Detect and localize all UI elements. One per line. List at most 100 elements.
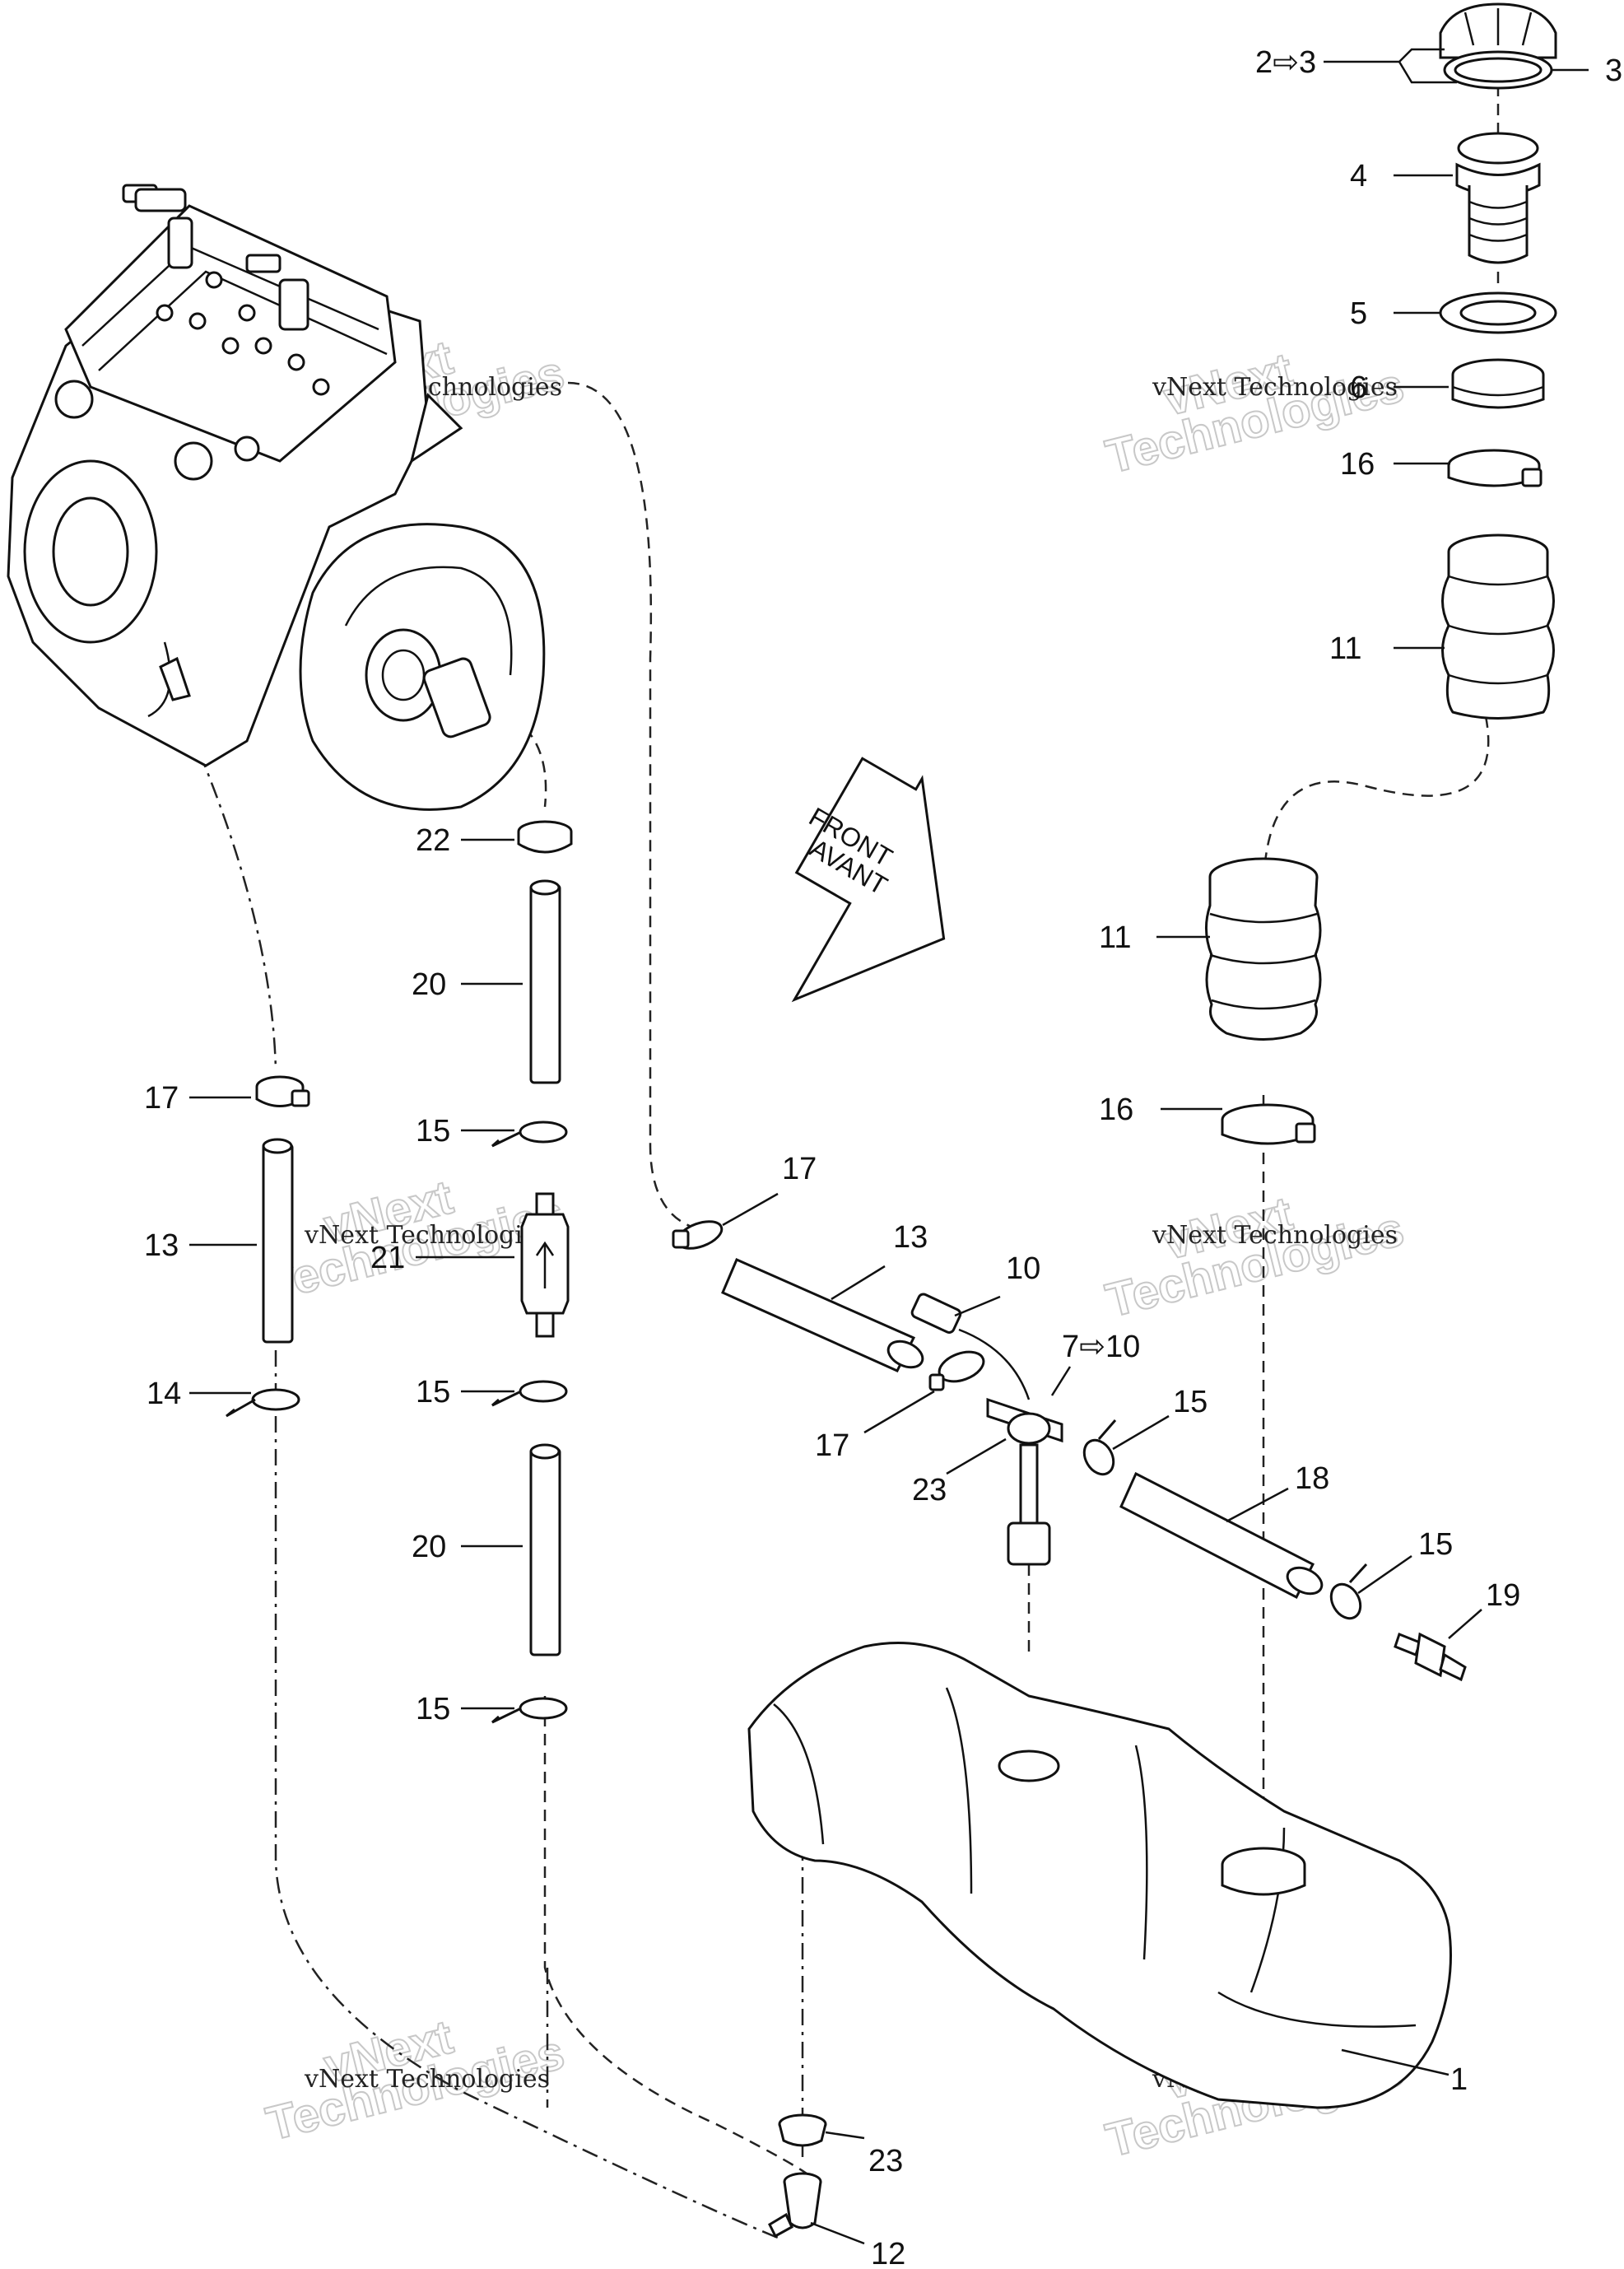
clamp-17b	[672, 1220, 724, 1250]
leader-17b	[722, 1192, 779, 1227]
mount-boss	[234, 436, 260, 462]
fuel-fitting	[422, 657, 491, 738]
leader-15e	[1357, 1554, 1412, 1595]
hose-18	[1119, 1471, 1324, 1600]
left-column-parts	[226, 1075, 310, 1418]
leader-23a	[946, 1437, 1007, 1475]
engine-assembly	[7, 184, 546, 811]
label-23a: 23	[912, 1473, 947, 1507]
label-15e: 15	[1418, 1527, 1453, 1562]
mount-boss	[174, 441, 213, 481]
clamp-15e	[1329, 1563, 1368, 1620]
nut-6	[1451, 358, 1545, 409]
label-23b: 23	[868, 2144, 903, 2178]
leader-7-10	[1050, 1366, 1072, 1396]
label-12: 12	[871, 2237, 905, 2269]
hose-13a	[262, 1138, 294, 1344]
leader-12	[810, 2221, 865, 2245]
clamp-15d	[1082, 1419, 1117, 1476]
clamp-15c	[491, 1697, 568, 1724]
clamp-15b	[491, 1380, 568, 1407]
label-21: 21	[370, 1241, 405, 1275]
head-fin	[98, 270, 388, 371]
pulse-line-route	[567, 381, 692, 1228]
label-22: 22	[416, 823, 450, 858]
clamp-15a	[491, 1121, 568, 1148]
center-column-parts	[491, 820, 573, 1724]
label-17c: 17	[815, 1428, 849, 1463]
intake-port-inner	[52, 496, 129, 607]
clamp-22	[517, 820, 573, 854]
hose-nipple	[159, 656, 191, 701]
label-15b: 15	[416, 1375, 450, 1409]
watermark-4: Technologies vNext vNext Technologies	[1100, 1186, 1409, 1328]
engine-arrow	[409, 393, 463, 464]
label-4: 4	[1350, 159, 1367, 193]
leader-19	[1448, 1609, 1482, 1639]
label-16b: 16	[1099, 1093, 1133, 1127]
leader-lines	[189, 48, 1589, 2245]
clamp-17c	[928, 1350, 985, 1391]
tank-filler-opening	[1221, 1847, 1306, 1896]
bottom-parts	[768, 2113, 827, 2239]
mount-boss	[54, 380, 94, 419]
leader-13b	[831, 1265, 886, 1301]
label-10: 10	[1006, 1251, 1040, 1286]
label-17a: 17	[144, 1081, 179, 1116]
label-11a: 11	[1329, 631, 1361, 666]
part-labels: 2⇨3 3 4 5 6 16 11 11 16 22 20 17 15 13 2…	[144, 45, 1622, 2269]
clamp-16a	[1447, 449, 1543, 487]
label-15c: 15	[416, 1692, 450, 1726]
label-17b: 17	[782, 1152, 817, 1186]
boot-11b	[1205, 857, 1322, 1041]
magneto-rim	[344, 566, 513, 676]
clamp-14	[226, 1388, 300, 1418]
filler-neck-stack	[1439, 2, 1557, 720]
fuel-filter-21	[520, 1192, 570, 1338]
leader-2-3	[1324, 48, 1445, 63]
label-2-3: 2⇨3	[1255, 45, 1316, 80]
watermark-text: vNext Technologies	[304, 2065, 550, 2094]
head-bolts	[156, 271, 330, 396]
spark-plugs	[122, 184, 309, 331]
lower-filler-parts	[1205, 857, 1322, 1145]
clamp-17a	[255, 1075, 310, 1107]
label-20a: 20	[412, 967, 446, 1002]
fitting-19	[1394, 1632, 1467, 1682]
watermark-text: vNext Technologies	[1152, 373, 1398, 402]
washer-5	[1439, 291, 1557, 334]
front-arrow-shape	[791, 757, 946, 1003]
tank-pickup-port	[998, 1750, 1060, 1782]
watermark-text: vNext Technologies	[1152, 1221, 1398, 1250]
filler-hose-route	[1262, 715, 1490, 906]
sender-10	[910, 1293, 1031, 1400]
hose-20b	[529, 1443, 561, 1656]
pickup-23	[986, 1397, 1063, 1566]
label-3: 3	[1605, 54, 1622, 88]
label-15a: 15	[416, 1114, 450, 1148]
tank-body	[747, 1642, 1452, 2109]
label-13a: 13	[144, 1228, 179, 1263]
grommet-23b	[778, 2113, 827, 2147]
leader-1	[1341, 2048, 1450, 2076]
label-15d: 15	[1173, 1385, 1208, 1419]
return-line-route	[543, 1696, 807, 2175]
fuel-tank-1	[747, 1642, 1452, 2109]
label-20b: 20	[412, 1530, 446, 1564]
watermark-text: vNext Technologies	[304, 1221, 550, 1250]
label-14: 14	[147, 1377, 181, 1411]
leader-23b	[825, 2131, 865, 2140]
fuel-cap-2-3	[1439, 2, 1557, 90]
label-19: 19	[1486, 1578, 1520, 1613]
left-return-route	[274, 1350, 783, 2241]
hose-20a	[529, 879, 561, 1084]
leader-18	[1226, 1487, 1289, 1523]
watermark-5: Technologies vNext vNext Technologies	[260, 2009, 570, 2151]
leader-10	[954, 1295, 1001, 1317]
front-arrow: FRONT AVANT	[791, 757, 946, 1003]
fitting-12	[768, 2172, 822, 2239]
label-18: 18	[1295, 1461, 1329, 1496]
label-1: 1	[1450, 2062, 1468, 2097]
